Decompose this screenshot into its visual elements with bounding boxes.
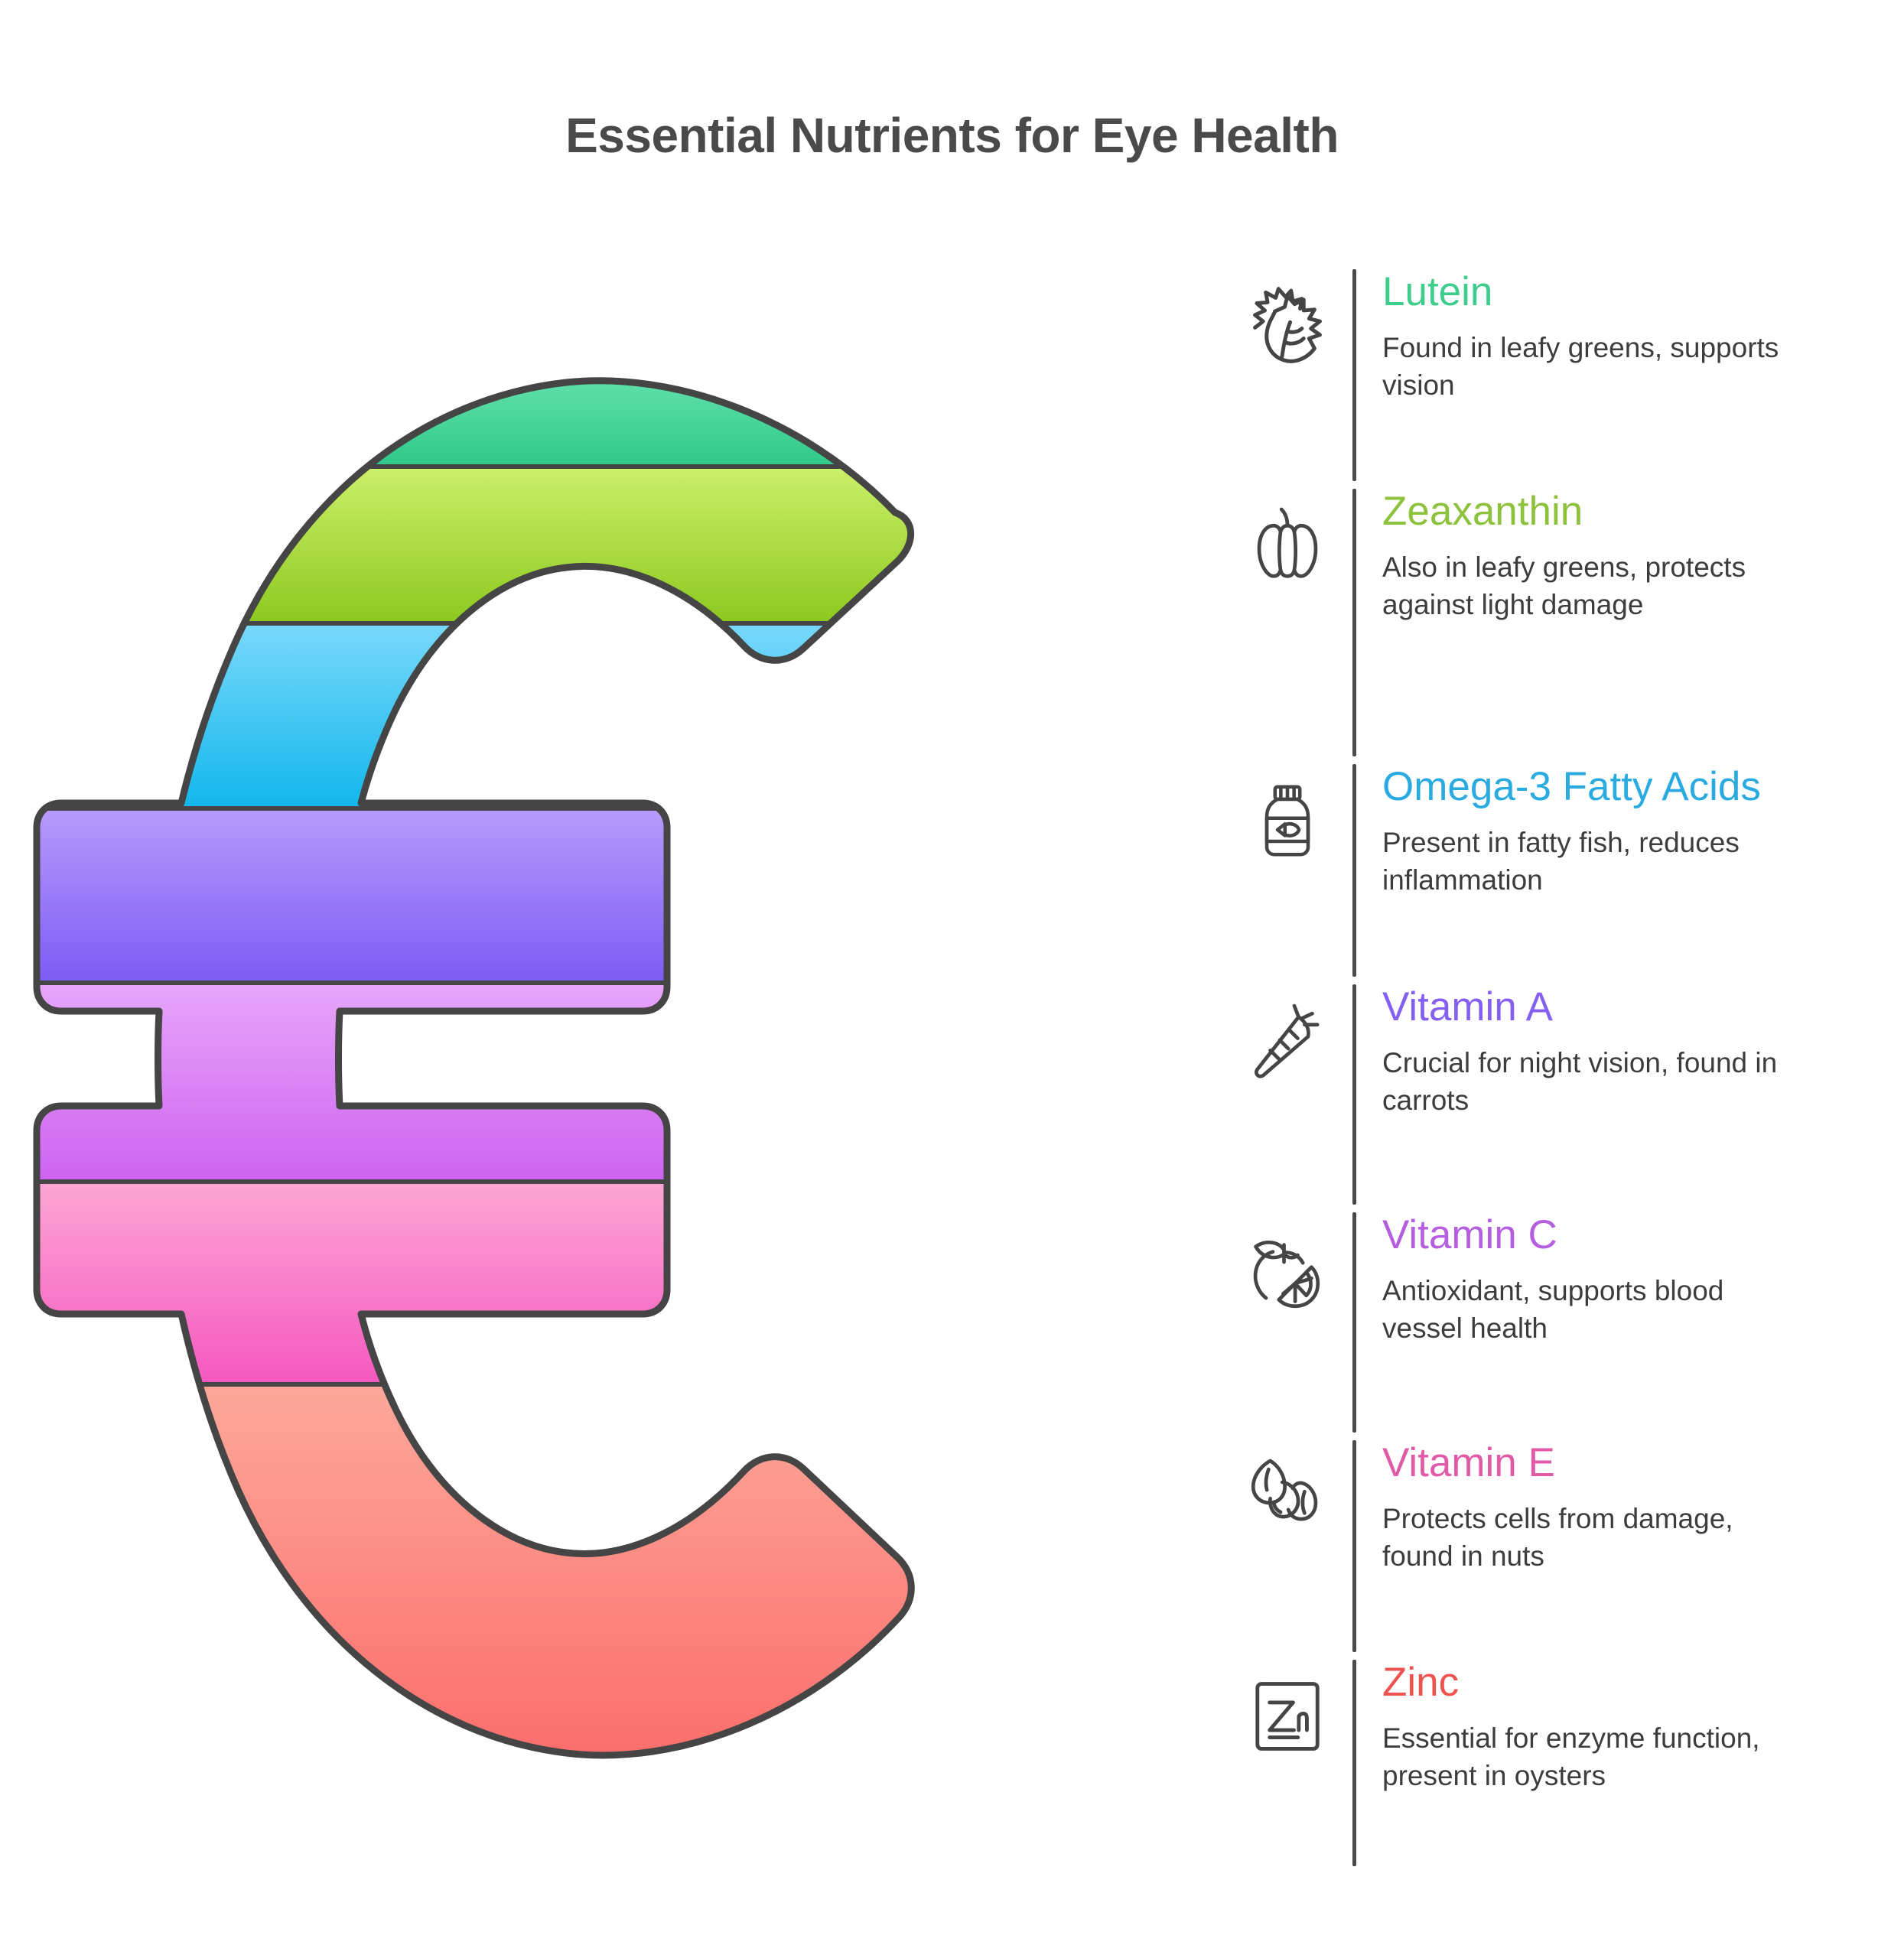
carrot-icon — [1235, 984, 1339, 1088]
legend-item-lutein[interactable]: Lutein Found in leafy greens, supports v… — [1235, 269, 1893, 481]
legend-title-omega3: Omega-3 Fatty Acids — [1382, 764, 1761, 809]
nuts-icon — [1235, 1440, 1339, 1543]
band-lutein — [37, 380, 912, 467]
legend-title-zinc: Zinc — [1382, 1660, 1460, 1705]
zn-element-tile-icon — [1235, 1660, 1339, 1763]
legend-item-vitamin-e[interactable]: Vitamin E Protects cells from damage, fo… — [1235, 1440, 1893, 1652]
legend-title-vitamin-c: Vitamin C — [1382, 1212, 1557, 1257]
legend-divider — [1352, 489, 1356, 756]
legend-desc-vitamin-a: Crucial for night vision, found in carro… — [1382, 1047, 1778, 1116]
band-vitamin-a — [37, 808, 912, 983]
band-omega3 — [37, 623, 912, 808]
legend-item-zeaxanthin[interactable]: Zeaxanthin Also in leafy greens, protect… — [1235, 489, 1893, 756]
legend-divider — [1352, 764, 1356, 977]
legend-desc-zinc: Essential for enzyme function, present i… — [1382, 1722, 1760, 1791]
band-vitamin-e — [37, 1182, 912, 1384]
legend-desc-vitamin-c: Antioxidant, supports blood vessel healt… — [1382, 1275, 1724, 1344]
legend-title-zeaxanthin: Zeaxanthin — [1382, 489, 1583, 534]
legend-divider — [1352, 1440, 1356, 1652]
legend-desc-omega3: Present in fatty fish, reduces inflammat… — [1382, 827, 1740, 896]
band-zeaxanthin — [37, 467, 912, 623]
legend-item-zinc[interactable]: Zinc Essential for enzyme function, pres… — [1235, 1660, 1893, 1866]
euro-symbol-nutrient-chart — [31, 329, 1178, 1828]
supplement-bottle-fish-icon — [1235, 764, 1339, 867]
legend-divider — [1352, 1660, 1356, 1866]
legend-desc-lutein: Found in leafy greens, supports vision — [1382, 332, 1779, 401]
nutrient-legend: Lutein Found in leafy greens, supports v… — [1235, 269, 1893, 1874]
page-title: Essential Nutrients for Eye Health — [565, 108, 1339, 163]
legend-desc-zeaxanthin: Also in leafy greens, protects against l… — [1382, 551, 1746, 620]
legend-item-vitamin-a[interactable]: Vitamin A Crucial for night vision, foun… — [1235, 984, 1893, 1205]
legend-title-lutein: Lutein — [1382, 269, 1493, 314]
legend-divider — [1352, 984, 1356, 1205]
bell-pepper-icon — [1235, 489, 1339, 592]
euro-color-bands — [37, 380, 912, 1755]
legend-desc-vitamin-e: Protects cells from damage, found in nut… — [1382, 1503, 1733, 1572]
legend-item-omega3[interactable]: Omega-3 Fatty Acids Present in fatty fis… — [1235, 764, 1893, 977]
orange-citrus-icon — [1235, 1212, 1339, 1316]
legend-divider — [1352, 1212, 1356, 1433]
band-zinc — [37, 1384, 912, 1755]
legend-title-vitamin-e: Vitamin E — [1382, 1440, 1555, 1485]
legend-title-vitamin-a: Vitamin A — [1382, 984, 1553, 1029]
leaves-icon — [1235, 269, 1339, 372]
legend-divider — [1352, 269, 1356, 481]
legend-item-vitamin-c[interactable]: Vitamin C Antioxidant, supports blood ve… — [1235, 1212, 1893, 1433]
